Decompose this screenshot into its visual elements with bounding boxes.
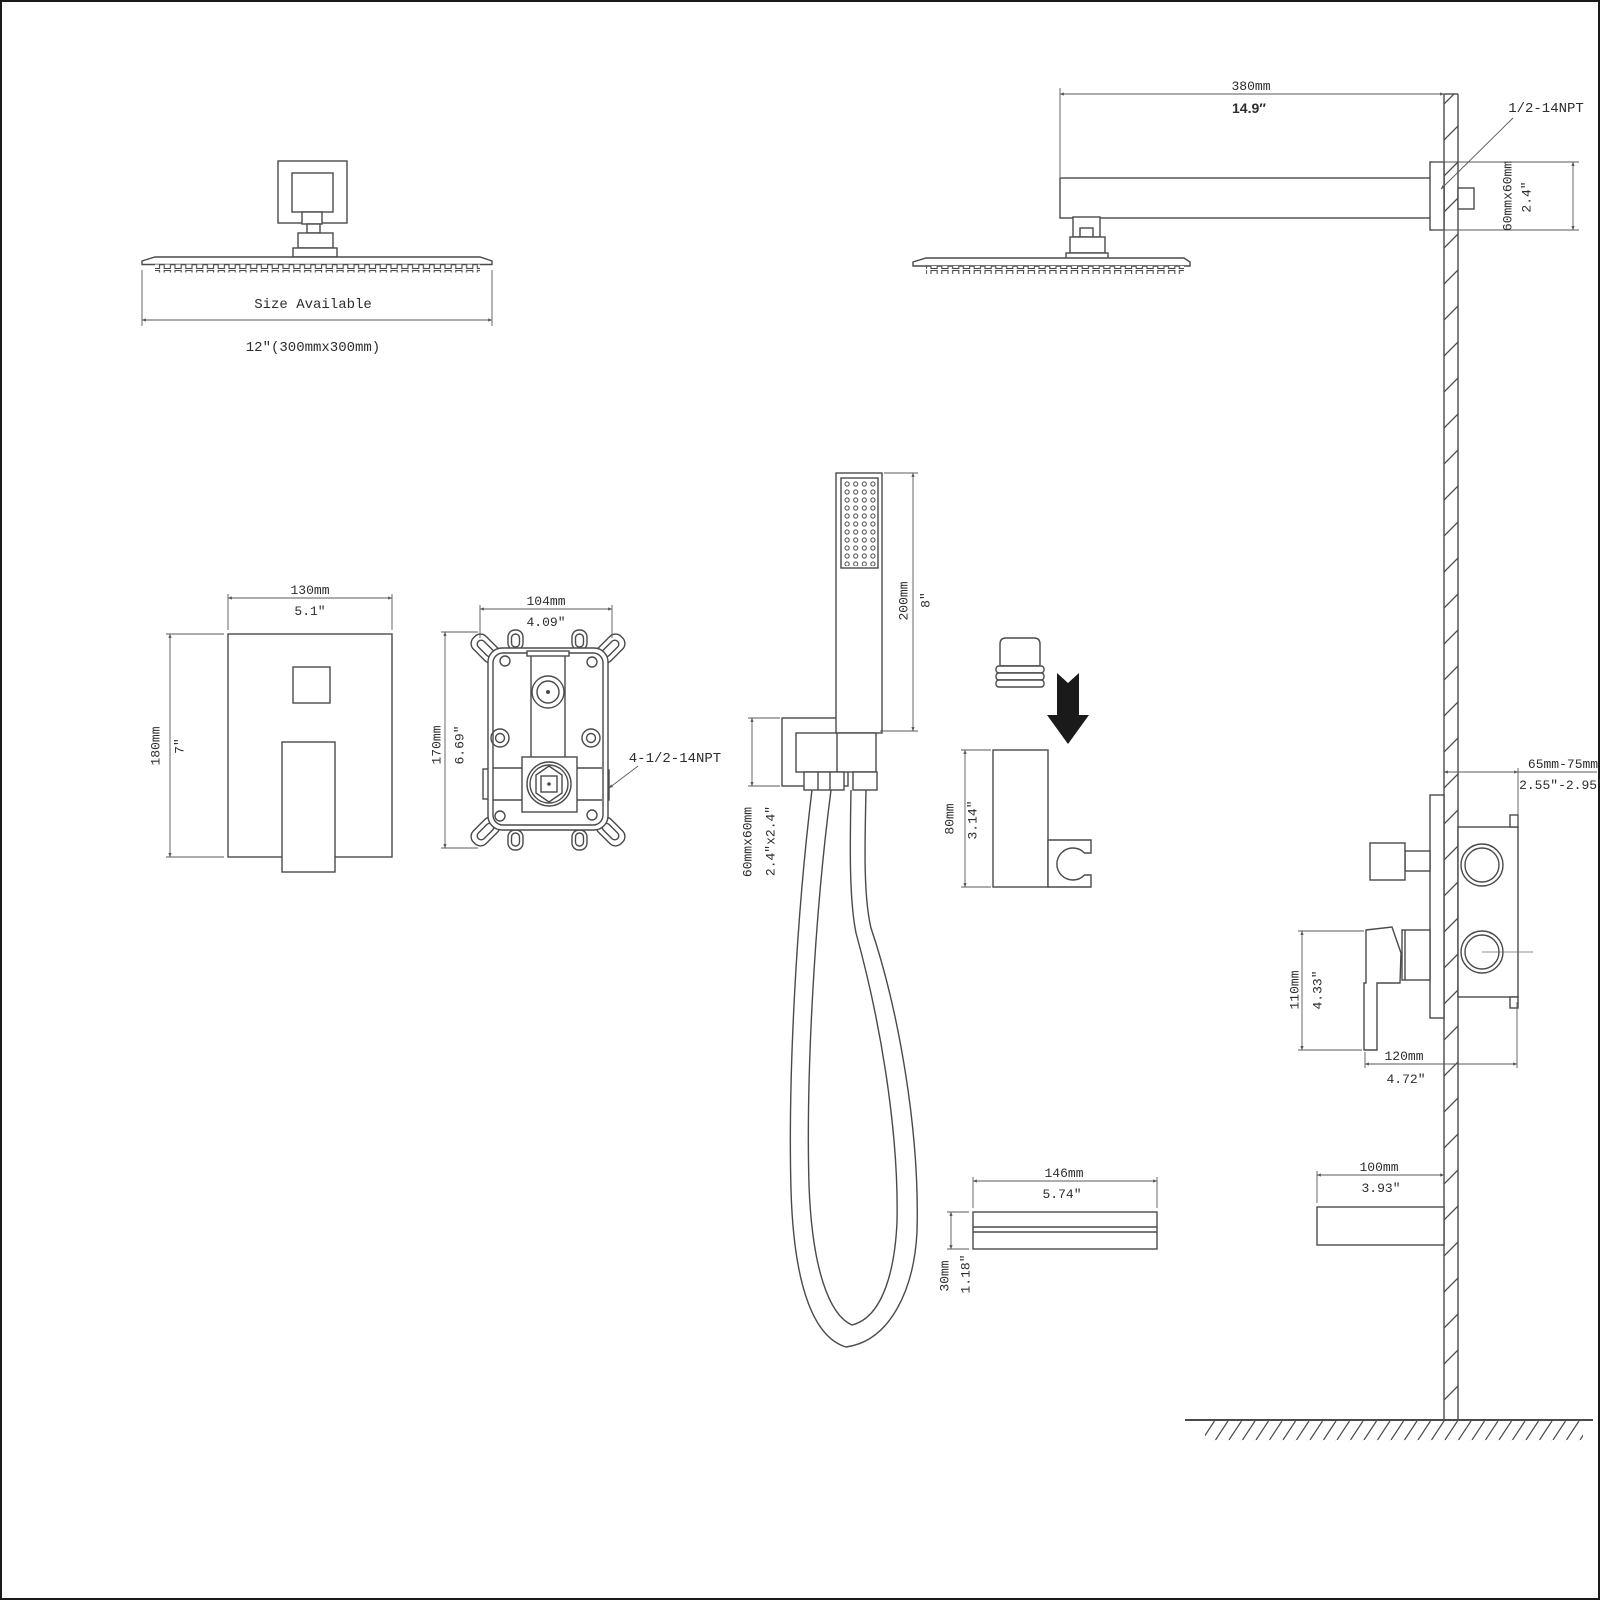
diverter-button [292, 666, 331, 704]
spout-side-body [1316, 1206, 1445, 1246]
holder-height-mm: 80mm [943, 803, 958, 834]
side-width-in: 4.72″ [1386, 1072, 1425, 1087]
wand-length-in: 8″ [919, 592, 934, 608]
shower-arm [1059, 177, 1445, 219]
shower-arm-side-view: 380mm 14.9″ 60mmx60mm 2.4″ 1/2-14NPT [912, 79, 1584, 274]
mixer-side-view: 65mm-75mm 2.55″-2.95″ 110mm 4.33″ 120mm … [1288, 757, 1600, 1087]
spout-height-in: 1.18″ [959, 1254, 974, 1293]
spout-height-mm: 30mm [938, 1260, 953, 1291]
valve-body [487, 647, 609, 831]
trim-width-in: 5.1″ [294, 604, 325, 619]
arm-thread-label: 1/2-14NPT [1508, 101, 1584, 117]
spray-nozzles [155, 264, 480, 273]
mixer-handle [281, 741, 336, 873]
spout-front-body [972, 1211, 1158, 1250]
depth-in: 2.55″-2.95″ [1519, 778, 1600, 793]
wand-grip [795, 732, 877, 773]
rain-head-nozzles [926, 266, 1184, 274]
shower-hose-inner [807, 789, 898, 1326]
valve-height-mm: 170mm [430, 725, 445, 764]
bracket-size-mm: 60mmx60mm [741, 807, 756, 877]
hose-connector [999, 637, 1041, 667]
rain-head-plate [912, 257, 1191, 267]
wall-hatch [1444, 94, 1458, 1420]
tub-spout-front-view: 146mm 5.74″ 30mm 1.18″ [938, 1166, 1158, 1294]
shower-hose-outer [789, 789, 918, 1348]
arm-length-mm: 380mm [1231, 79, 1270, 94]
trim-height-mm: 180mm [149, 726, 164, 765]
valve-width-mm: 104mm [526, 594, 565, 609]
handle-height-mm: 110mm [1288, 970, 1303, 1009]
rough-in-valve-front-view: 104mm 4.09″ 170mm 6.69″ 4-1/2-14NPT [430, 594, 721, 851]
floor-line [1185, 1419, 1593, 1441]
trim-plate-edge [1429, 794, 1445, 1019]
wall-flange [1429, 161, 1445, 231]
spout-length-in: 3.93″ [1361, 1181, 1400, 1196]
hand-shower-assembly: 200mm 8″ 60mmx60mm 2.4″x2.4″ [741, 472, 934, 1348]
side-width-mm: 120mm [1384, 1049, 1423, 1064]
size-note: 12″(300mmx300mm) [246, 340, 380, 356]
holder-height-in: 3.14″ [966, 800, 981, 839]
shower-head-plate [141, 256, 493, 266]
spout-length-mm: 100mm [1359, 1160, 1398, 1175]
spout-width-mm: 146mm [1044, 1166, 1083, 1181]
trim-height-in: 7″ [173, 738, 188, 754]
shower-head-front-view: Size Available 12″(300mmx300mm) [141, 160, 493, 356]
spray-face-dots [842, 480, 877, 566]
size-available-label: Size Available [254, 297, 372, 313]
tub-spout-side-view: 100mm 3.93″ [1316, 1160, 1445, 1246]
valve-thread-label: 4-1/2-14NPT [629, 751, 721, 767]
lever-handle-side [1363, 926, 1402, 1051]
flange-size-mm: 60mmx60mm [1501, 161, 1516, 231]
mixer-trim-front-view: 130mm 5.1″ 180mm 7″ [149, 583, 393, 873]
handle-height-in: 4.33″ [1311, 970, 1326, 1009]
spout-width-in: 5.74″ [1042, 1187, 1081, 1202]
arm-length-in: 14.9″ [1232, 100, 1266, 116]
trim-width-mm: 130mm [290, 583, 329, 598]
valve-width-in: 4.09″ [526, 615, 565, 630]
holder-body [992, 749, 1049, 888]
holder-clip [1047, 839, 1092, 888]
wand-length-mm: 200mm [897, 581, 912, 620]
flange-size-in: 2.4″ [1520, 181, 1535, 212]
insert-arrow-icon [1047, 673, 1089, 744]
depth-mm: 65mm-75mm [1528, 757, 1598, 772]
mount-bracket-inner [291, 172, 334, 213]
wall-section [1443, 93, 1459, 1420]
spray-face [840, 477, 879, 569]
bracket-size-in: 2.4″x2.4″ [764, 806, 779, 876]
npt-nipple [1457, 187, 1475, 210]
valve-height-in: 6.69″ [453, 725, 468, 764]
holder-assembly: 80mm 3.14″ [943, 637, 1092, 888]
floor-hatch [1205, 1421, 1583, 1441]
diverter-knob-side [1369, 842, 1406, 881]
